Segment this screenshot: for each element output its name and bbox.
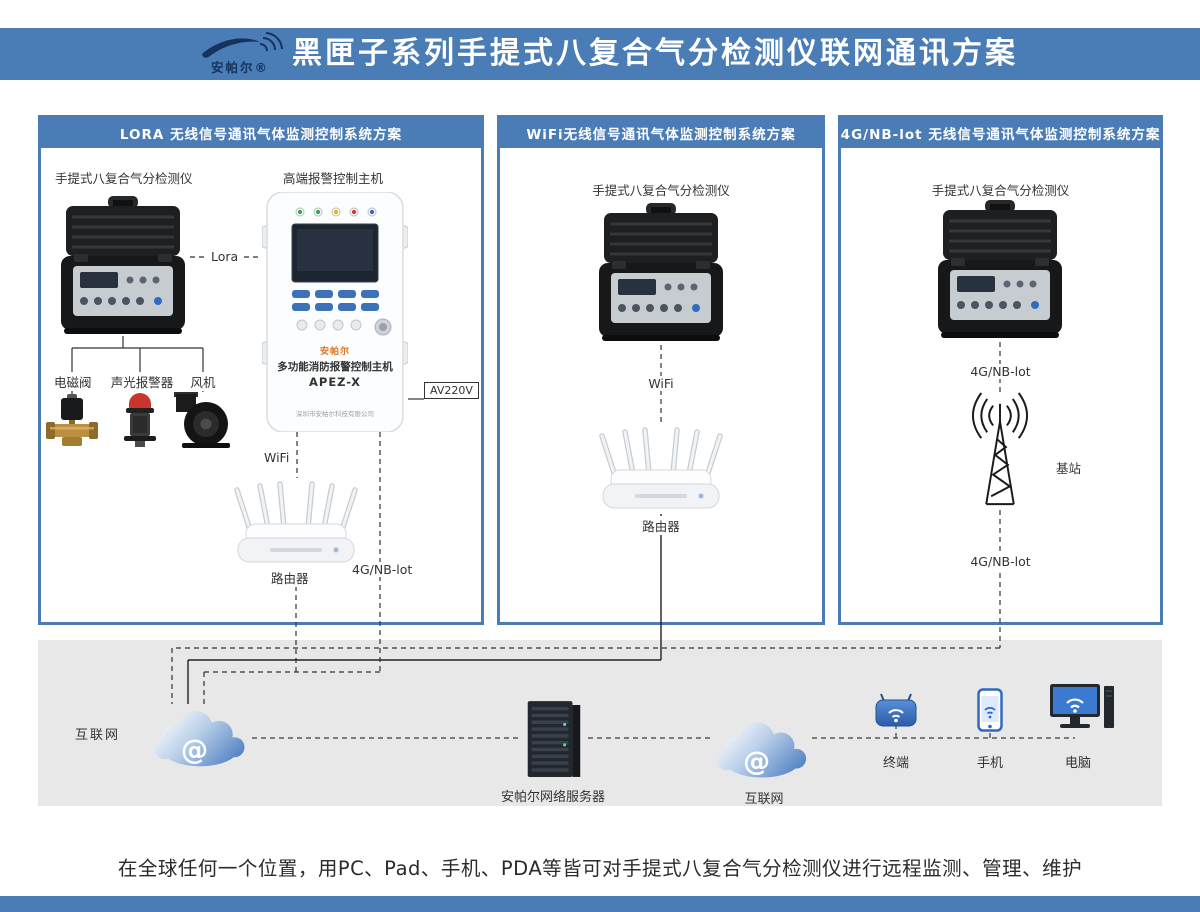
page-title: 黑匣子系列手提式八复合气分检测仪联网通讯方案 <box>292 36 1018 71</box>
internet-band: 互联网 安帕尔网络服务器 互联网 终端 <box>38 640 1162 807</box>
footer-note: 在全球任何一个位置，用PC、Pad、手机、PDA等皆可对手提式八复合气分检测仪进… <box>117 857 1083 880</box>
terminal-label: 终端 <box>882 756 909 771</box>
internet-left-label: 互联网 <box>75 728 121 743</box>
header-bar: 安帕尔® 黑匣子系列手提式八复合气分检测仪联网通讯方案 <box>0 28 1200 80</box>
router-icon <box>232 478 360 570</box>
nb-label-top: 4G/NB-lot <box>841 364 1160 379</box>
router-icon <box>597 424 725 516</box>
detector-case-icon <box>58 196 188 336</box>
fan-label: 风机 <box>181 372 225 391</box>
detector-label: 手提式八复合气分检测仪 <box>592 183 730 198</box>
bottom-bar <box>0 896 1200 912</box>
panel-wifi-title: WiFi无线信号通讯气体监测控制系统方案 <box>500 118 822 148</box>
lora-link-label: Lora <box>207 249 243 264</box>
fan-icon <box>174 392 230 448</box>
alarm-host-device: 安帕尔 多功能消防报警控制主机 APEZ-X 深圳市安帕尔科技有限公司 <box>261 191 409 433</box>
router-label: 路由器 <box>267 568 313 587</box>
server-icon <box>527 701 581 777</box>
computer-icon <box>1050 684 1114 728</box>
power-label: AV220V <box>424 382 479 399</box>
computer-label: 电脑 <box>1064 756 1091 771</box>
detector-label: 手提式八复合气分检测仪 <box>55 171 193 186</box>
brand-logo: 安帕尔® <box>194 32 286 76</box>
terminal-icon <box>875 693 917 727</box>
brand-name: 安帕尔® <box>210 60 269 75</box>
solenoid-valve-icon <box>46 394 98 446</box>
panel-lora: LORA 无线信号通讯气体监测控制系统方案 手提式八复合气分检测仪 高端报警控制… <box>38 115 484 625</box>
wifi-label: WiFi <box>500 376 822 391</box>
internet-cloud-icon <box>150 698 250 771</box>
sound-light-alarm-icon <box>124 393 156 447</box>
host-brand: 安帕尔 <box>319 347 350 357</box>
host-device-company: 深圳市安帕尔科技有限公司 <box>296 410 374 418</box>
alarm-host-graphic <box>261 191 409 433</box>
detector-label: 手提式八复合气分检测仪 <box>931 183 1070 198</box>
base-station-icon <box>971 392 1029 506</box>
alarm-label: 声光报警器 <box>104 372 180 391</box>
nb-label: 4G/NB-lot <box>348 562 417 577</box>
panel-nb: 4G/NB-lot 无线信号通讯气体监测控制系统方案 手提式八复合气分检测仪 4… <box>838 115 1163 625</box>
internet-right-label: 互联网 <box>744 792 784 807</box>
internet-cloud-icon <box>712 710 812 782</box>
detector-case-icon <box>935 200 1065 340</box>
phone-icon <box>977 688 1003 732</box>
server-label: 安帕尔网络服务器 <box>500 790 605 805</box>
panel-wifi: WiFi无线信号通讯气体监测控制系统方案 手提式八复合气分检测仪 WiFi 路由… <box>497 115 825 625</box>
router-label: 路由器 <box>500 516 822 535</box>
nb-label-bottom: 4G/NB-lot <box>841 554 1160 569</box>
host-label: 高端报警控制主机 <box>283 171 384 186</box>
detector-case-icon <box>596 203 726 343</box>
phone-label: 手机 <box>976 756 1003 771</box>
host-device-title: 多功能消防报警控制主机 <box>277 361 393 373</box>
panel-nb-title: 4G/NB-lot 无线信号通讯气体监测控制系统方案 <box>841 118 1160 148</box>
wifi-label: WiFi <box>264 450 290 465</box>
station-label: 基站 <box>1056 461 1082 476</box>
valve-label: 电磁阀 <box>50 372 94 391</box>
host-device-model: APEZ-X <box>308 375 362 389</box>
brand-swoosh-icon <box>202 32 283 58</box>
panel-lora-title: LORA 无线信号通讯气体监测控制系统方案 <box>41 118 481 148</box>
